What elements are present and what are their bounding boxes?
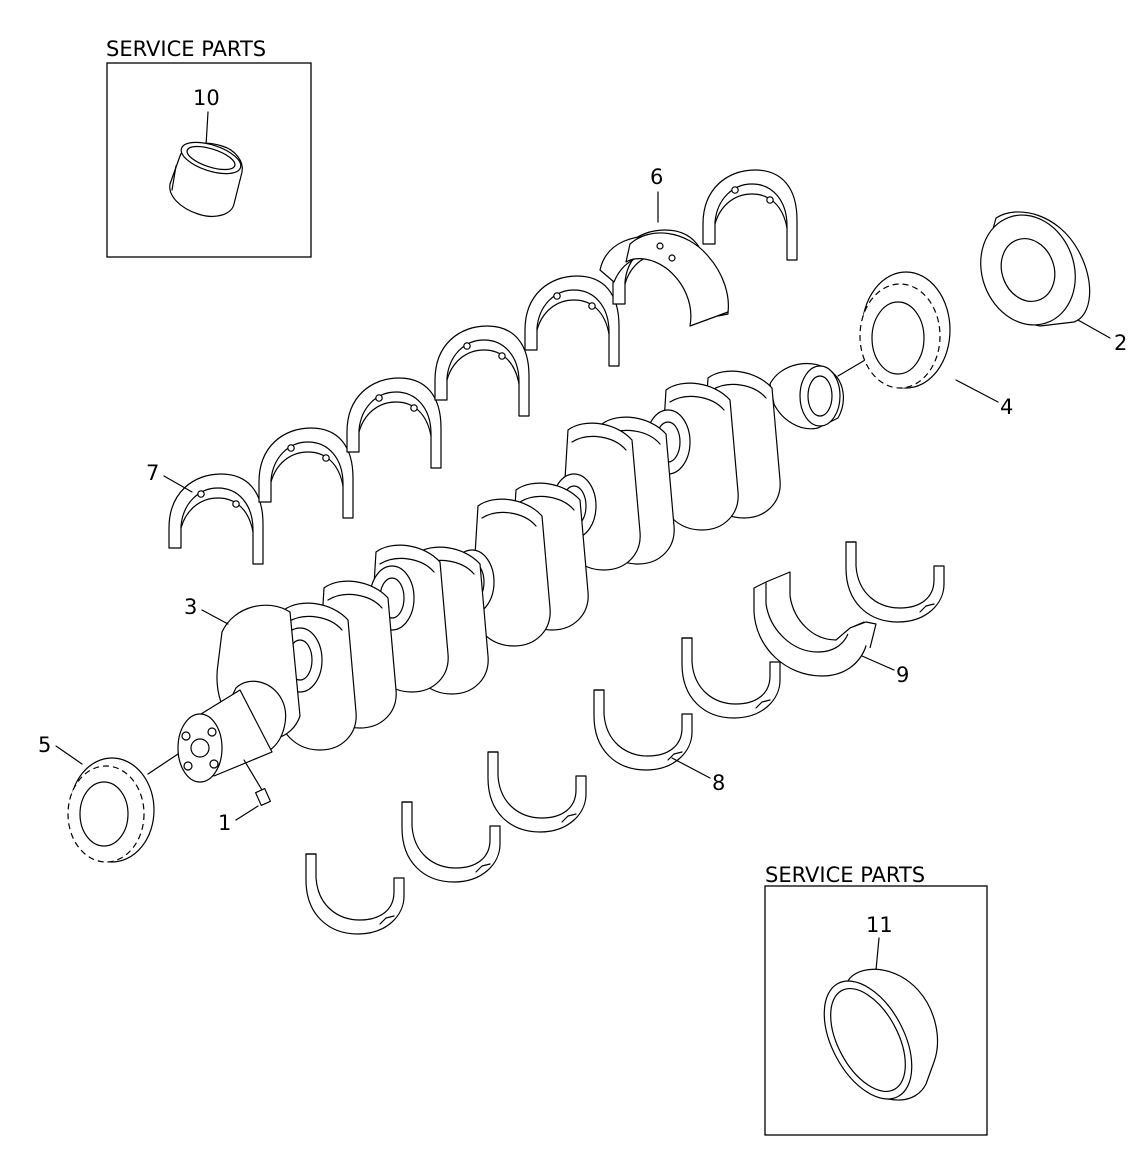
crankshaft — [147, 349, 883, 807]
front-crank-gear — [67, 757, 155, 863]
callout-9: 9 — [896, 663, 909, 687]
callout-4: 4 — [1000, 395, 1013, 419]
dowel-pin-1 — [254, 787, 272, 807]
callout-3: 3 — [184, 595, 197, 619]
callout-1: 1 — [218, 811, 231, 835]
service-parts-title: SERVICE PARTS — [765, 863, 925, 887]
callout-6: 6 — [650, 165, 663, 189]
service-parts-frame — [106, 62, 312, 258]
bushing-11-drawing — [823, 968, 939, 1101]
callout-8: 8 — [712, 771, 725, 795]
service-parts-box-11: SERVICE PARTS 11 — [764, 863, 988, 1136]
callout-5: 5 — [38, 733, 51, 757]
callout-labels: 1 2 3 4 5 6 7 8 9 — [38, 165, 1127, 835]
callout-7: 7 — [146, 461, 159, 485]
service-parts-box-10: SERVICE PARTS 10 — [106, 37, 312, 258]
callout-10: 10 — [193, 86, 220, 110]
bushing-10-drawing — [169, 141, 243, 217]
rear-crank-gear — [859, 271, 951, 389]
service-parts-title: SERVICE PARTS — [106, 37, 266, 61]
callout-2: 2 — [1114, 331, 1127, 355]
thrust-bearing-lower — [753, 571, 877, 677]
service-parts-frame — [764, 885, 988, 1136]
callout-11: 11 — [866, 913, 893, 937]
thrust-bearing-upper — [599, 232, 729, 327]
rear-oil-seal — [980, 211, 1091, 327]
